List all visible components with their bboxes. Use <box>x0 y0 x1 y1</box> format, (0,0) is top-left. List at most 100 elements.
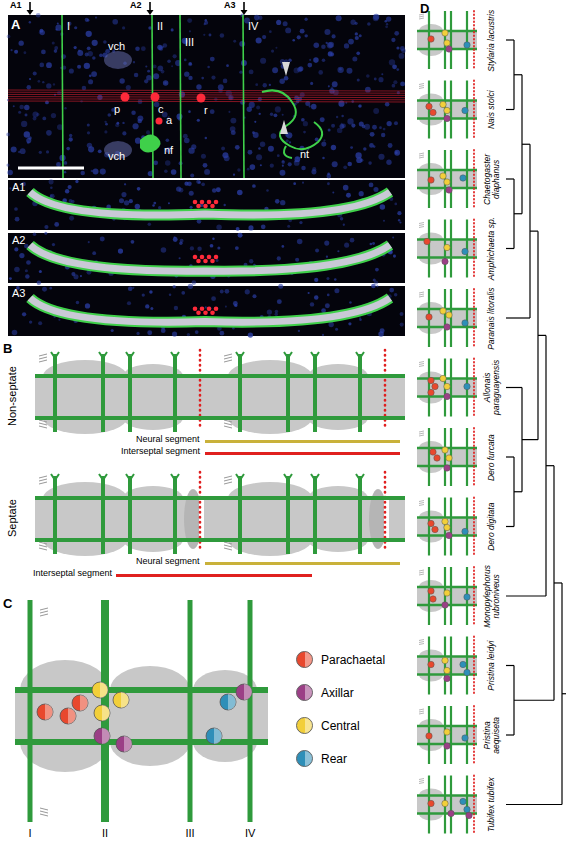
nucleus-dot <box>307 63 312 68</box>
nucleus-dot <box>189 62 192 65</box>
segmental-nerve <box>173 476 177 554</box>
nucleus-dot <box>386 160 391 165</box>
nucleus-dot <box>168 202 170 204</box>
neuron-dot <box>440 173 446 179</box>
label-text: A3 <box>12 287 25 299</box>
nucleus-dot <box>163 80 169 86</box>
nucleus-dot <box>24 105 29 110</box>
nucleus-dot <box>252 294 256 298</box>
nucleus-dot <box>254 121 256 123</box>
segmental-nerve <box>238 354 242 432</box>
nucleus-dot <box>25 269 28 272</box>
neuron-dot <box>430 449 436 455</box>
nucleus-dot <box>247 107 252 112</box>
nucleus-dot <box>131 240 135 244</box>
nucleus-dot <box>13 105 15 107</box>
neuron-dot <box>462 107 468 113</box>
segmental-nerve <box>286 354 290 432</box>
tree-branch <box>506 595 546 596</box>
nucleus-dot <box>85 303 90 308</box>
neuron-dot <box>444 667 450 673</box>
chaetae <box>39 476 47 478</box>
nucleus-dot <box>210 57 215 62</box>
nucleus-dot <box>191 280 196 285</box>
chaetae <box>419 362 424 363</box>
nucleus-dot <box>39 63 44 68</box>
nucleus-dot <box>69 134 72 137</box>
segmental-nerve <box>450 567 452 625</box>
nucleus-dot <box>363 147 366 150</box>
chaetae <box>419 366 424 367</box>
segmental-nerve <box>466 776 468 834</box>
nucleus-dot <box>126 85 131 90</box>
nerve-fork <box>51 474 59 480</box>
nucleus-dot <box>378 77 383 82</box>
nucleus-dot <box>374 78 377 81</box>
label-text: a <box>166 114 172 126</box>
nucleus-dot <box>268 146 274 152</box>
segmental-nerve <box>428 359 430 417</box>
nucleus-dot <box>10 49 12 51</box>
chaetae <box>419 292 424 293</box>
nucleus-dot <box>343 224 345 226</box>
nucleus-dot <box>44 225 48 229</box>
neuron-dot <box>442 30 448 36</box>
chaetae <box>40 814 48 816</box>
nucleus-dot <box>399 53 405 59</box>
legend-swatch <box>296 684 313 701</box>
neuron-dot <box>444 524 450 530</box>
nucleus-dot <box>52 243 55 246</box>
neuron <box>200 200 205 205</box>
nucleus-dot <box>87 143 92 148</box>
nucleus-dot <box>76 301 79 304</box>
nucleus-dot <box>387 121 392 126</box>
neuron-dot-half <box>228 694 236 710</box>
nucleus-dot <box>256 106 260 110</box>
nerve-cord <box>35 496 405 500</box>
nucleus-dot <box>275 47 277 49</box>
nucleus-dot <box>85 52 89 56</box>
segmental-nerve <box>444 637 446 695</box>
septum-dots <box>473 81 475 139</box>
legend-text: Central <box>321 719 360 733</box>
tree-branch <box>514 491 522 492</box>
nerve-cord <box>8 97 405 98</box>
neuron-dot <box>444 393 450 399</box>
nucleus-dot <box>235 145 240 150</box>
nucleus-dot <box>350 146 353 149</box>
nerve-cord <box>35 416 405 420</box>
neuron-dot <box>462 320 468 326</box>
nucleus-dot <box>171 169 177 175</box>
body-wall <box>30 245 390 271</box>
nucleus-dot <box>158 206 161 209</box>
species-name: Paranais litoralis <box>487 285 496 351</box>
nucleus-dot <box>195 330 199 334</box>
chaetae <box>419 640 424 641</box>
neuron-dot <box>444 179 450 185</box>
nucleus-dot <box>42 287 47 292</box>
nucleus-dot <box>368 161 372 165</box>
nucleus-dot <box>300 29 305 34</box>
neuron-dot <box>428 661 434 667</box>
nucleus-dot <box>332 81 338 87</box>
segmental-nerve <box>248 600 253 822</box>
nucleus-dot <box>49 287 52 290</box>
tree-branch <box>522 439 538 440</box>
neuron-dot <box>464 806 470 812</box>
nucleus-dot <box>328 129 331 132</box>
label-text: A <box>11 18 20 32</box>
tree-branch <box>514 700 554 701</box>
nerve-cord <box>417 655 477 658</box>
nucleus-dot <box>332 34 336 38</box>
section-bg <box>8 180 405 230</box>
chaetae <box>39 354 47 356</box>
nerve-cord <box>417 99 477 102</box>
nucleus-dot <box>118 248 123 253</box>
nucleus-dot <box>198 181 201 184</box>
tree-branch <box>506 734 514 735</box>
nucleus-dot <box>334 278 337 281</box>
nucleus-dot <box>250 164 256 170</box>
nucleus-dot <box>336 15 342 21</box>
nucleus-dot <box>100 169 106 175</box>
nucleus-dot <box>262 35 266 39</box>
